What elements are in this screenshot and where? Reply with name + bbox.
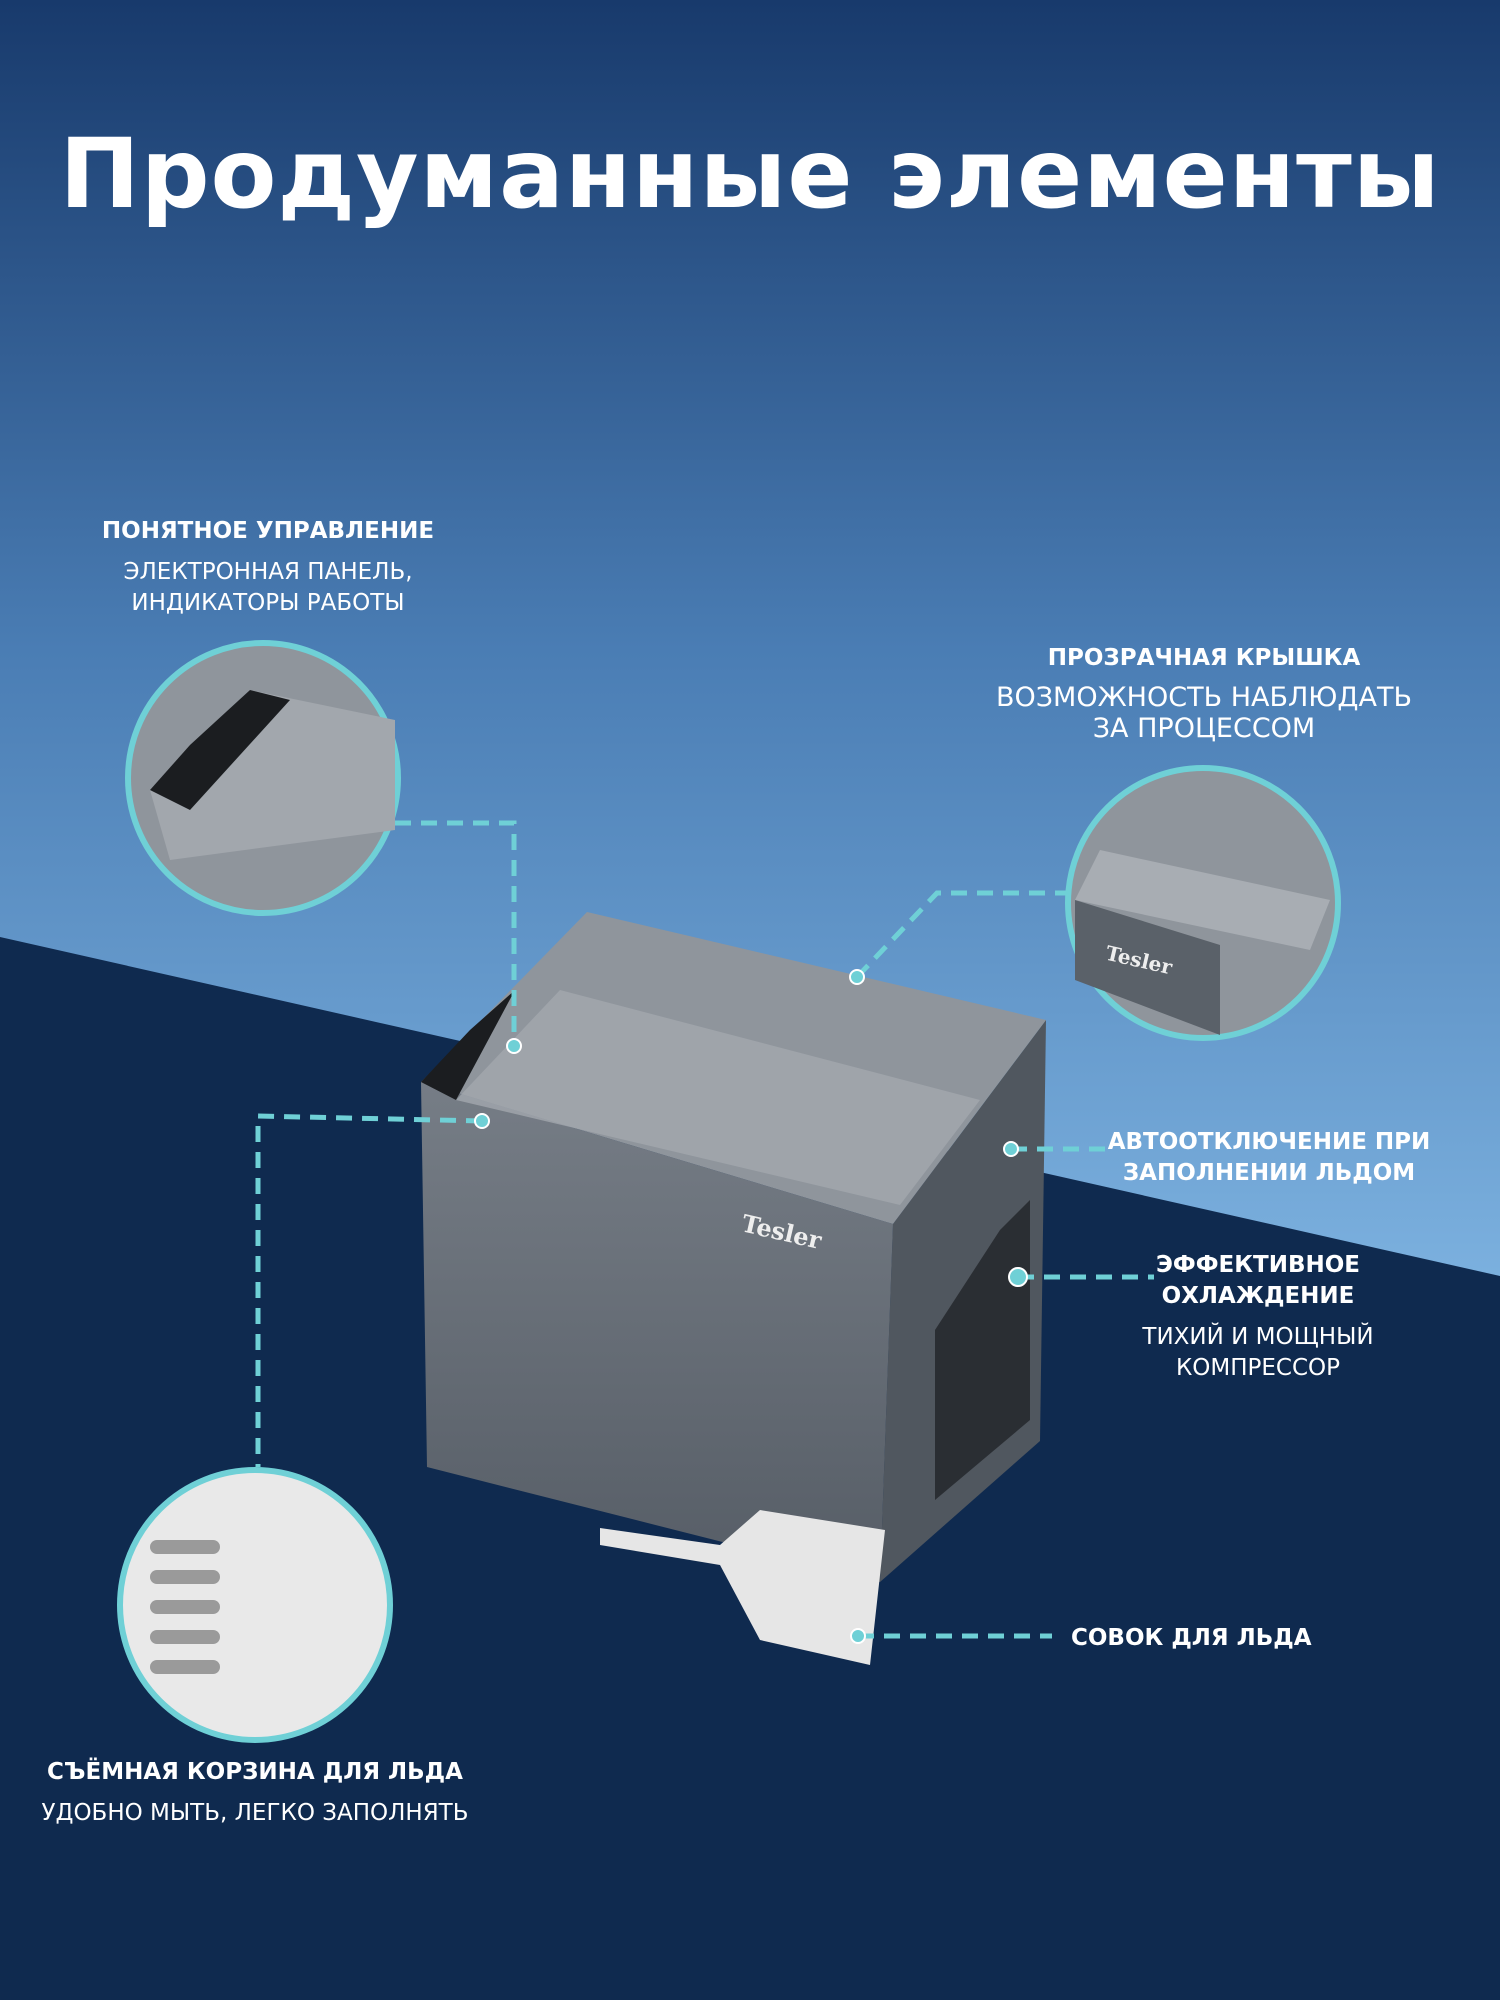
control-panel-closeup (125, 640, 401, 916)
feature-text: ЗА ПРОЦЕССОМ (1092, 713, 1316, 744)
feature-text: ВОЗМОЖНОСТЬ НАБЛЮДАТЬ (995, 682, 1413, 713)
feature-text: ИНДИКАТОРЫ РАБОТЫ (131, 590, 405, 616)
feature-cooling: ЭФФЕКТИВНОЕ ОХЛАЖДЕНИЕ ТИХИЙ И МОЩНЫЙ КО… (1058, 1250, 1458, 1384)
feature-text: ТИХИЙ И МОЩНЫЙ (1142, 1324, 1374, 1350)
feature-scoop: СОВОК ДЛЯ ЛЬДА (1071, 1623, 1312, 1654)
feature-basket: СЪЁМНАЯ КОРЗИНА ДЛЯ ЛЬДА УДОБНО МЫТЬ, ЛЕ… (5, 1757, 505, 1829)
feature-text: ЭЛЕКТРОННАЯ ПАНЕЛЬ, (123, 559, 413, 585)
vent-grille (935, 1200, 1030, 1500)
feature-heading: СЪЁМНАЯ КОРЗИНА ДЛЯ ЛЬДА (47, 1759, 463, 1785)
feature-heading: ЗАПОЛНЕНИИ ЛЬДОМ (1122, 1160, 1416, 1186)
ice-maker-image (421, 912, 1046, 1582)
ice-scoop-image (600, 1510, 885, 1665)
feature-heading: АВТООТКЛЮЧЕНИЕ ПРИ (1107, 1129, 1431, 1155)
basket-closeup (117, 1467, 393, 1743)
feature-control: ПОНЯТНОЕ УПРАВЛЕНИЕ ЭЛЕКТРОННАЯ ПАНЕЛЬ, … (90, 516, 446, 619)
connector-lines (255, 820, 1154, 1639)
feature-heading: СОВОК ДЛЯ ЛЬДА (1071, 1625, 1312, 1651)
feature-heading: ОХЛАЖДЕНИЕ (1161, 1283, 1355, 1309)
feature-heading: ЭФФЕКТИВНОЕ (1156, 1252, 1360, 1278)
feature-autooff: АВТООТКЛЮЧЕНИЕ ПРИ ЗАПОЛНЕНИИ ЛЬДОМ (1069, 1127, 1469, 1189)
feature-heading: ПОНЯТНОЕ УПРАВЛЕНИЕ (101, 518, 435, 544)
lid-closeup: Tesler (1065, 765, 1341, 1041)
feature-lid: ПРОЗРАЧНАЯ КРЫШКА ВОЗМОЖНОСТЬ НАБЛЮДАТЬ … (954, 643, 1454, 744)
page-title: Продуманные элементы (59, 118, 1441, 230)
connector-dots (474, 969, 1028, 1644)
feature-text: КОМПРЕССОР (1175, 1355, 1341, 1381)
feature-text: УДОБНО МЫТЬ, ЛЕГКО ЗАПОЛНЯТЬ (41, 1800, 469, 1826)
feature-heading: ПРОЗРАЧНАЯ КРЫШКА (1047, 645, 1361, 671)
